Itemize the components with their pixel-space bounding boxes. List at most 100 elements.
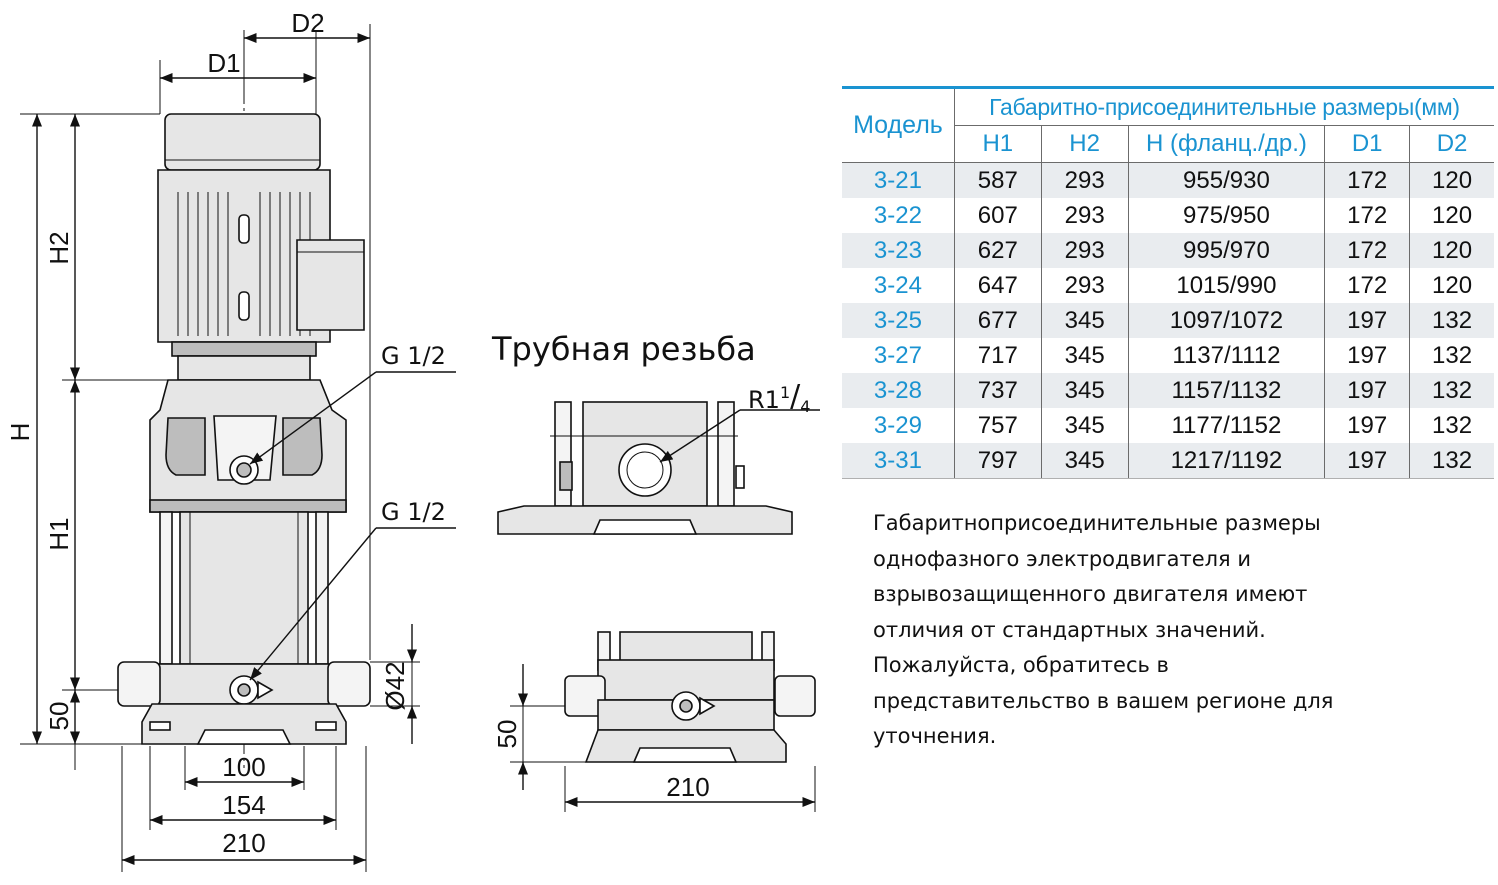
- cell-h: 1015/990: [1127, 268, 1325, 303]
- table-row: 3-28 737 345 1157/1132 197 132: [842, 373, 1494, 408]
- cell-h: 1157/1132: [1127, 373, 1325, 408]
- cell-d2: 120: [1409, 198, 1494, 233]
- cell-model: 3-21: [842, 162, 955, 198]
- dim-50-label: 50: [44, 702, 74, 731]
- table-row: 3-25 677 345 1097/1072 197 132: [842, 303, 1494, 338]
- cell-d1: 172: [1324, 233, 1410, 268]
- dimensions-table: Модель Габаритно-присоединительные разме…: [842, 86, 1494, 479]
- note-line: взрывозащищенного двигателя имеют: [873, 582, 1308, 606]
- cell-model: 3-25: [842, 303, 955, 338]
- cell-h1: 757: [953, 408, 1042, 443]
- cell-h2: 345: [1040, 408, 1129, 443]
- dim-100-label: 100: [222, 752, 265, 782]
- table-row: 3-24 647 293 1015/990 172 120: [842, 268, 1494, 303]
- note-line: Пожалуйста, обратитесь в: [873, 653, 1169, 677]
- pump-front-view: [117, 90, 371, 768]
- cell-h: 975/950: [1127, 198, 1325, 233]
- col-header-h2: H2: [1040, 125, 1129, 163]
- cell-d1: 197: [1324, 373, 1410, 408]
- dim-h2-label: H2: [44, 231, 74, 264]
- cell-h: 1217/1192: [1127, 443, 1325, 479]
- cell-h1: 607: [953, 198, 1042, 233]
- pipe-thread-detail: [497, 401, 820, 535]
- dim-d1-label: D1: [207, 48, 240, 78]
- note-line: однофазного электродвигателя и: [873, 546, 1252, 571]
- cell-d2: 120: [1409, 233, 1494, 268]
- note-line: уточнения.: [873, 724, 997, 748]
- cell-h1: 797: [953, 443, 1042, 479]
- cell-h2: 293: [1040, 233, 1129, 268]
- cell-h1: 587: [953, 162, 1042, 198]
- dim-dia42-label: Ø42: [380, 661, 410, 710]
- cell-h1: 677: [953, 303, 1042, 338]
- cell-d2: 132: [1409, 443, 1494, 479]
- side-dim-210-label: 210: [666, 772, 709, 802]
- dim-h1-label: H1: [44, 517, 74, 550]
- dimensions-group-header: Габаритно-присоединительные размеры(мм): [953, 86, 1494, 126]
- callout-g-half-bottom: G 1/2: [381, 498, 446, 526]
- cell-d2: 132: [1409, 408, 1494, 443]
- cell-h1: 647: [953, 268, 1042, 303]
- note-line: Габаритноприсоединительные размеры: [873, 511, 1321, 535]
- cell-d1: 197: [1324, 303, 1410, 338]
- dim-154-label: 154: [222, 790, 265, 820]
- cell-h2: 293: [1040, 198, 1129, 233]
- cell-h1: 717: [953, 338, 1042, 373]
- cell-h1: 737: [953, 373, 1042, 408]
- cell-h2: 345: [1040, 373, 1129, 408]
- cell-model: 3-28: [842, 373, 955, 408]
- cell-model: 3-24: [873, 271, 922, 299]
- table-row: 3-29 757 345 1177/1152 197 132: [842, 408, 1494, 443]
- callout-g-half-top: G 1/2: [381, 342, 446, 370]
- col-header-h: H (фланц./др.): [1127, 125, 1325, 163]
- note-line: представительство в вашем регионе для: [873, 688, 1334, 713]
- dim-h-label: H: [5, 423, 35, 442]
- cell-d1: 172: [1324, 198, 1410, 233]
- note-line: отличия от стандартных значений.: [873, 617, 1266, 642]
- cell-d2: 132: [1409, 338, 1494, 373]
- cell-h2: 293: [1040, 162, 1129, 198]
- cell-d2: 132: [1409, 373, 1494, 408]
- cell-d1: 197: [1324, 408, 1410, 443]
- dim-210-label: 210: [222, 828, 265, 858]
- cell-h: 1177/1152: [1127, 408, 1325, 443]
- table-row: 3-22 607 293 975/950 172 120: [842, 198, 1494, 233]
- cell-d2: 120: [1409, 268, 1494, 303]
- side-dim-50-label: 50: [492, 720, 522, 749]
- cell-model: 3-29: [873, 411, 922, 439]
- table-row: 3-23 627 293 995/970 172 120: [842, 233, 1494, 268]
- cell-h2: 345: [1040, 443, 1129, 479]
- cell-h: 1137/1112: [1127, 338, 1325, 373]
- cell-h2: 345: [1040, 338, 1129, 373]
- dim-d2-label: D2: [291, 8, 324, 38]
- pipe-thread-callout: R11/4: [748, 379, 810, 416]
- cell-h: 995/970: [1127, 233, 1325, 268]
- cell-h2: 345: [1040, 303, 1129, 338]
- cell-d1: 197: [1324, 443, 1410, 479]
- cell-model: 3-22: [873, 201, 922, 229]
- col-header-d2: D2: [1409, 125, 1494, 163]
- col-header-h1: H1: [953, 125, 1042, 163]
- cell-h: 955/930: [1127, 162, 1325, 198]
- table-row: 3-27 717 345 1137/1112 197 132: [842, 338, 1494, 373]
- cell-h2: 293: [1040, 268, 1129, 303]
- cell-d1: 197: [1324, 338, 1410, 373]
- cell-h: 1097/1072: [1127, 303, 1325, 338]
- col-header-d1: D1: [1324, 125, 1410, 163]
- model-column-header: Модель: [842, 86, 955, 163]
- cell-d2: 132: [1409, 303, 1494, 338]
- cell-d1: 172: [1324, 268, 1410, 303]
- table-row: 3-21 587 293 955/930 172 120: [842, 162, 1494, 198]
- cell-d1: 172: [1324, 162, 1410, 198]
- table-row: 3-31 797 345 1217/1192 197 132: [842, 443, 1494, 479]
- cell-d2: 120: [1409, 162, 1494, 198]
- cell-model: 3-27: [873, 341, 922, 369]
- dimensions-note: Габаритноприсоединительные размеры одноф…: [873, 506, 1473, 755]
- cell-model: 3-23: [842, 233, 955, 268]
- pipe-thread-title: Трубная резьба: [491, 330, 756, 368]
- cell-model: 3-31: [842, 443, 955, 479]
- pump-side-view: [510, 631, 816, 812]
- main-dimensions: [20, 24, 456, 872]
- cell-h1: 627: [953, 233, 1042, 268]
